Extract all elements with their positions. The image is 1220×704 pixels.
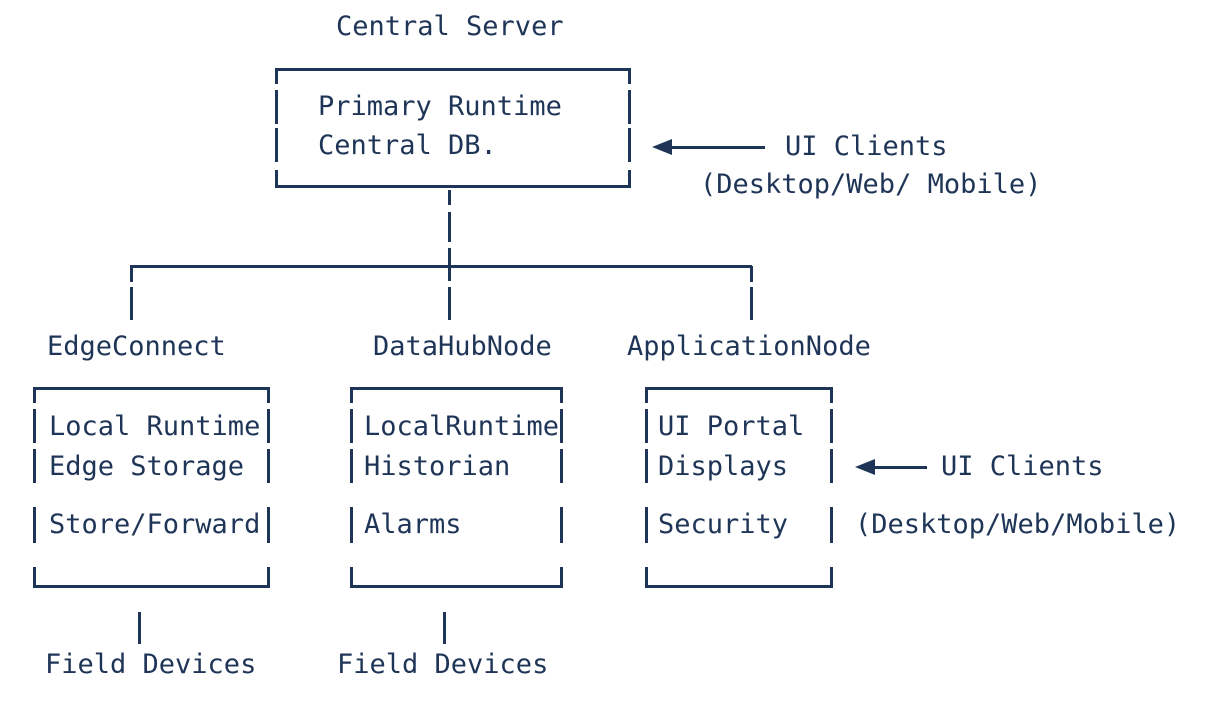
box-border-segment — [350, 507, 353, 543]
box-border-segment — [830, 507, 833, 543]
ui-clients-app-sub: (Desktop/Web/Mobile) — [855, 509, 1181, 540]
left-arrow-icon — [652, 139, 672, 155]
box-border-segment — [350, 585, 563, 588]
box-border-segment — [267, 387, 270, 403]
box-border-segment — [33, 449, 36, 483]
box-border-segment — [830, 387, 833, 403]
connector-split-bar — [130, 265, 752, 268]
field-connector-segment — [443, 612, 446, 644]
connector-branch-segment — [130, 287, 133, 320]
box-border-segment — [645, 409, 648, 443]
connector-trunk-segment — [448, 212, 451, 242]
box-border-segment — [275, 185, 631, 188]
box-border-segment — [350, 409, 353, 443]
box-border-segment — [350, 567, 353, 585]
connector-trunk-segment — [448, 190, 451, 205]
box-border-segment — [275, 128, 278, 162]
connector-branch-segment — [750, 266, 753, 282]
box-border-segment — [33, 387, 270, 390]
field-devices-label-2: Field Devices — [337, 649, 549, 680]
central-server-line-2: Central DB. — [318, 130, 497, 161]
box-border-segment — [645, 507, 648, 543]
box-border-segment — [267, 567, 270, 585]
box-border-segment — [560, 409, 563, 443]
ui-clients-top-label: UI Clients — [785, 131, 948, 162]
edgeconnect-component: Edge Storage — [49, 451, 245, 482]
box-border-segment — [645, 387, 833, 390]
box-border-segment — [628, 90, 631, 124]
left-arrow-icon — [855, 459, 875, 475]
ui-clients-app-label: UI Clients — [941, 451, 1104, 482]
box-border-segment — [33, 507, 36, 543]
field-connector-segment — [138, 612, 141, 644]
connector-branch-segment — [750, 287, 753, 320]
node-label-datahubnode: DataHubNode — [373, 331, 552, 362]
box-border-segment — [275, 170, 278, 188]
box-border-segment — [275, 68, 631, 71]
box-border-segment — [350, 387, 563, 390]
box-border-segment — [560, 449, 563, 483]
box-border-segment — [830, 409, 833, 443]
datahubnode-component: Historian — [364, 451, 511, 482]
box-border-segment — [628, 68, 631, 84]
box-border-segment — [267, 449, 270, 483]
applicationnode-component: UI Portal — [658, 411, 805, 442]
box-border-segment — [267, 507, 270, 543]
arrow-shaft — [670, 146, 765, 149]
box-border-segment — [830, 567, 833, 585]
box-border-segment — [628, 170, 631, 188]
datahubnode-component: LocalRuntime — [364, 411, 560, 442]
node-label-edgeconnect: EdgeConnect — [47, 331, 226, 362]
box-border-segment — [275, 68, 278, 84]
box-border-segment — [33, 409, 36, 443]
box-border-segment — [645, 449, 648, 483]
box-border-segment — [560, 507, 563, 543]
box-border-segment — [33, 387, 36, 403]
connector-trunk-segment — [448, 287, 451, 320]
box-border-segment — [350, 449, 353, 483]
applicationnode-component: Security — [658, 509, 789, 540]
box-border-segment — [645, 585, 833, 588]
box-border-segment — [830, 449, 833, 483]
box-border-segment — [33, 567, 36, 585]
box-border-segment — [267, 409, 270, 443]
box-border-segment — [33, 585, 270, 588]
connector-trunk-segment — [448, 248, 451, 281]
box-border-segment — [628, 128, 631, 162]
arrow-shaft — [873, 466, 927, 469]
edgeconnect-component: Store/Forward — [49, 509, 261, 540]
edgeconnect-component: Local Runtime — [49, 411, 261, 442]
central-server-title: Central Server — [336, 11, 564, 42]
central-server-line-1: Primary Runtime — [318, 91, 562, 122]
box-border-segment — [645, 567, 648, 585]
applicationnode-component: Displays — [658, 451, 789, 482]
box-border-segment — [350, 387, 353, 403]
field-devices-label-1: Field Devices — [45, 649, 257, 680]
box-border-segment — [275, 90, 278, 124]
box-border-segment — [645, 387, 648, 403]
box-border-segment — [560, 567, 563, 585]
node-label-applicationnode: ApplicationNode — [627, 331, 871, 362]
connector-branch-segment — [130, 266, 133, 282]
datahubnode-component: Alarms — [364, 509, 462, 540]
box-border-segment — [560, 387, 563, 403]
ui-clients-top-sub: (Desktop/Web/ Mobile) — [700, 169, 1042, 200]
